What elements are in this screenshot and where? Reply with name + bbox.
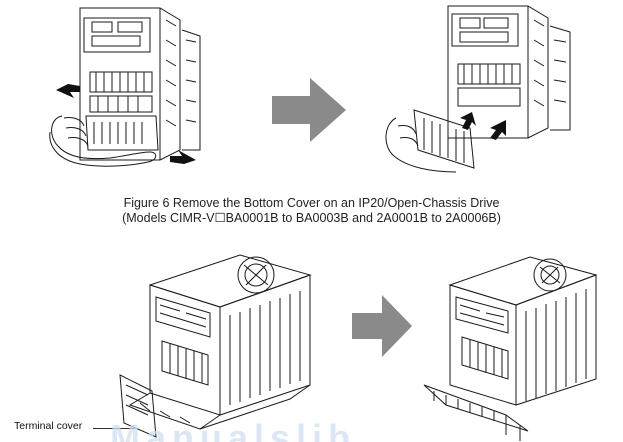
right-arrow-icon [272, 78, 346, 142]
drive-illustration-top-left [49, 7, 201, 167]
figure-caption: Figure 6 Remove the Bottom Cover on an I… [0, 196, 623, 226]
callout-leader-line [93, 428, 135, 429]
terminal-cover-callout: Terminal cover [14, 420, 83, 432]
drive-illustration-top-right [385, 5, 571, 173]
caption-line-1: Figure 6 Remove the Bottom Cover on an I… [123, 196, 500, 210]
watermark-text: Manualslib [110, 420, 357, 442]
watermark: Manualslib [110, 420, 530, 442]
caption-line-2: (Models CIMR-V☐BA0001B to BA0003B and 2A… [122, 211, 501, 225]
right-arrow-icon [352, 295, 412, 357]
drive-illustration-bottom-left [119, 254, 312, 438]
drive-illustration-bottom-right [423, 256, 598, 441]
